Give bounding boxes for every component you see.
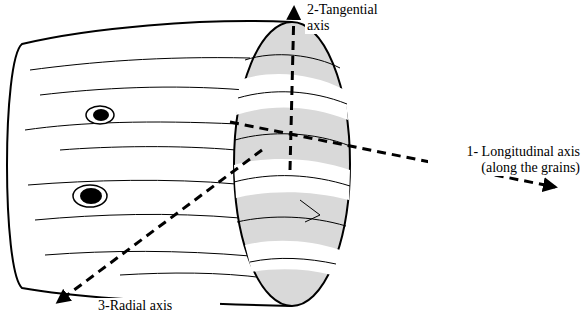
knots (73, 106, 114, 207)
grain-lines (25, 58, 265, 278)
axis-label: 2-Tangential axis (305, 2, 401, 34)
axis-label: 3-Radial axis (96, 298, 220, 314)
axis-label: 1- Longitudinal axis (along the grains) (428, 144, 582, 176)
